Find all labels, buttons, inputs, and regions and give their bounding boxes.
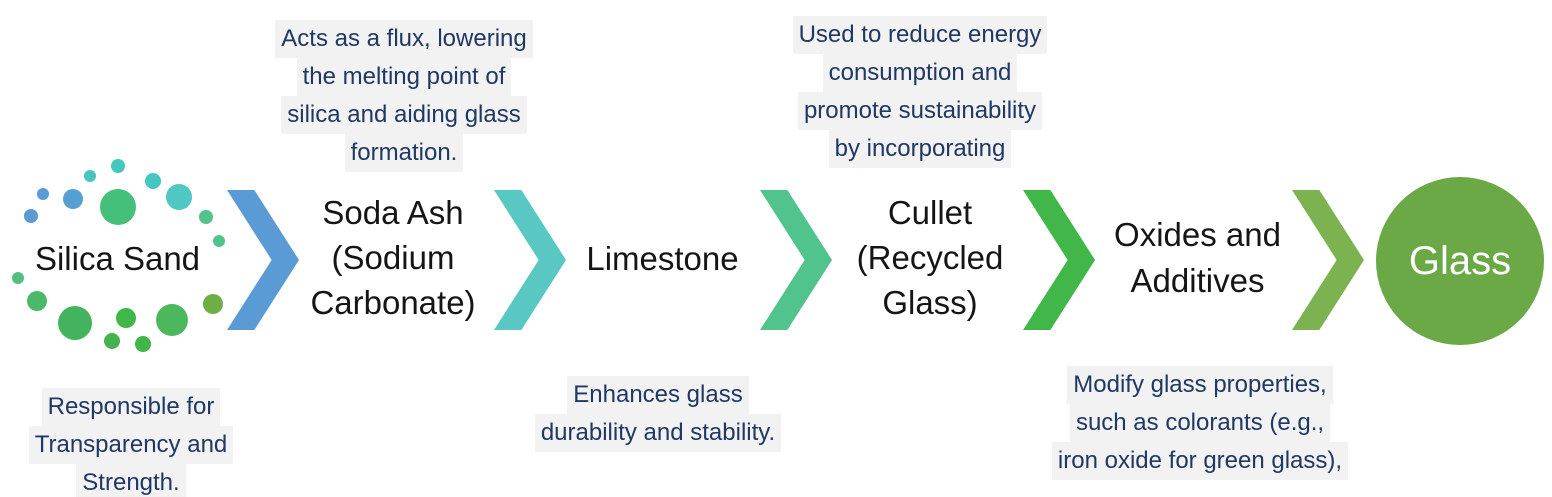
oxides-line-1: Oxides and (1114, 216, 1281, 253)
silica-sand-dot (203, 294, 223, 314)
chevron-arrow-5 (1292, 190, 1364, 330)
silica-sand-dot (58, 306, 92, 340)
annotation-line: Acts as a flux, lowering (275, 20, 533, 58)
silica-sand-dot (24, 209, 38, 223)
annotation-line: Transparency and (28, 426, 234, 464)
annotation-line: silica and aiding glass (281, 96, 527, 134)
annotation-limestone: Enhances glass durability and stability. (513, 376, 803, 452)
annotation-soda-ash: Acts as a flux, lowering the melting poi… (263, 20, 545, 172)
annotation-line: Used to reduce energy (792, 16, 1048, 54)
silica-sand-dot (116, 308, 136, 328)
silica-sand-dot (100, 189, 136, 225)
annotation-line: Strength. (76, 464, 186, 497)
chevron-arrow-4 (1023, 190, 1095, 330)
annotation-line: by incorporating (828, 130, 1012, 168)
silica-sand-dot (84, 170, 96, 182)
annotation-line: durability and stability. (534, 414, 782, 452)
silica-sand-dot (104, 333, 120, 349)
annotation-line: Responsible for (41, 388, 221, 426)
annotation-line: such as colorants (e.g., (1069, 404, 1331, 442)
soda-ash-line-1: Soda Ash (322, 194, 464, 231)
step-label-cullet: Cullet (Recycled Glass) (840, 190, 1020, 325)
annotation-silica-sand: Responsible for Transparency and Strengt… (10, 388, 252, 497)
annotation-line: the melting point of (296, 58, 512, 96)
silica-sand-dot (12, 272, 24, 284)
silica-sand-dot (111, 159, 125, 173)
annotation-line: iron oxide for green glass), (1051, 442, 1349, 480)
chevron-arrow-1 (227, 190, 299, 330)
annotation-cullet: Used to reduce energy consumption and pr… (775, 16, 1065, 168)
limestone-text: Limestone (586, 240, 739, 277)
silica-sand-dot (145, 173, 161, 189)
chevron-arrow-2 (494, 190, 566, 330)
soda-ash-line-2: (Sodium (331, 239, 455, 276)
silica-sand-dot (63, 189, 83, 209)
annotation-line: promote sustainability (797, 92, 1043, 130)
silica-sand-dot (27, 291, 47, 311)
silica-sand-dot (135, 336, 151, 352)
cullet-line-1: Cullet (887, 194, 973, 231)
oxides-line-2: Additives (1130, 262, 1265, 299)
annotation-line: formation. (344, 134, 464, 172)
annotation-line: Modify glass properties, (1067, 366, 1333, 404)
glass-node: Glass (1376, 177, 1544, 345)
silica-sand-text: Silica Sand (34, 240, 201, 277)
step-label-silica-sand: Silica Sand (10, 236, 225, 281)
silica-sand-dot (213, 235, 225, 247)
chevron-arrow-3 (760, 190, 832, 330)
glass-text: Glass (1408, 238, 1512, 283)
step-label-limestone: Limestone (570, 236, 755, 281)
cullet-line-2: (Recycled (856, 239, 1004, 276)
cullet-line-3: Glass) (882, 284, 978, 321)
annotation-line: consumption and (822, 54, 1018, 92)
silica-sand-dot (37, 188, 49, 200)
step-label-oxides-additives: Oxides and Additives (1100, 212, 1295, 304)
silica-sand-dot (199, 210, 213, 224)
annotation-line: Enhances glass (567, 376, 749, 414)
soda-ash-line-3: Carbonate) (310, 284, 476, 321)
step-label-soda-ash: Soda Ash (Sodium Carbonate) (293, 190, 493, 325)
annotation-oxides-additives: Modify glass properties, such as coloran… (1030, 366, 1370, 480)
silica-sand-dot (166, 184, 192, 210)
silica-sand-dot (156, 304, 188, 336)
